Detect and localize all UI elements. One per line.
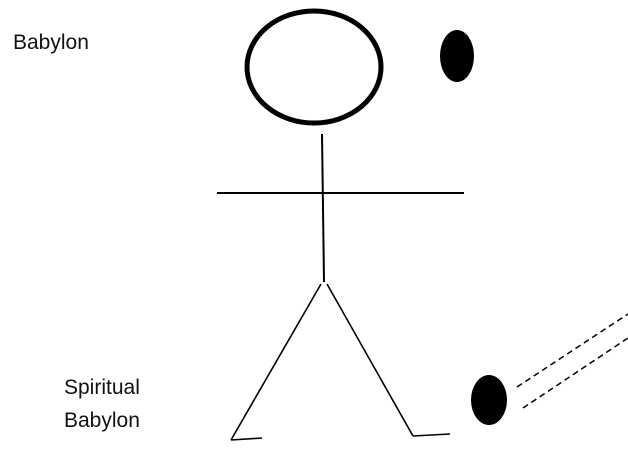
top-ball [440, 30, 474, 82]
figure-left-leg [231, 284, 321, 440]
figure-head [247, 11, 381, 123]
bottom-ball [471, 375, 507, 425]
figure-left-foot [231, 438, 262, 440]
motion-line-upper [517, 314, 628, 387]
figure-right-leg [327, 284, 413, 436]
figure-right-foot [413, 434, 450, 436]
figure-body [322, 134, 324, 282]
